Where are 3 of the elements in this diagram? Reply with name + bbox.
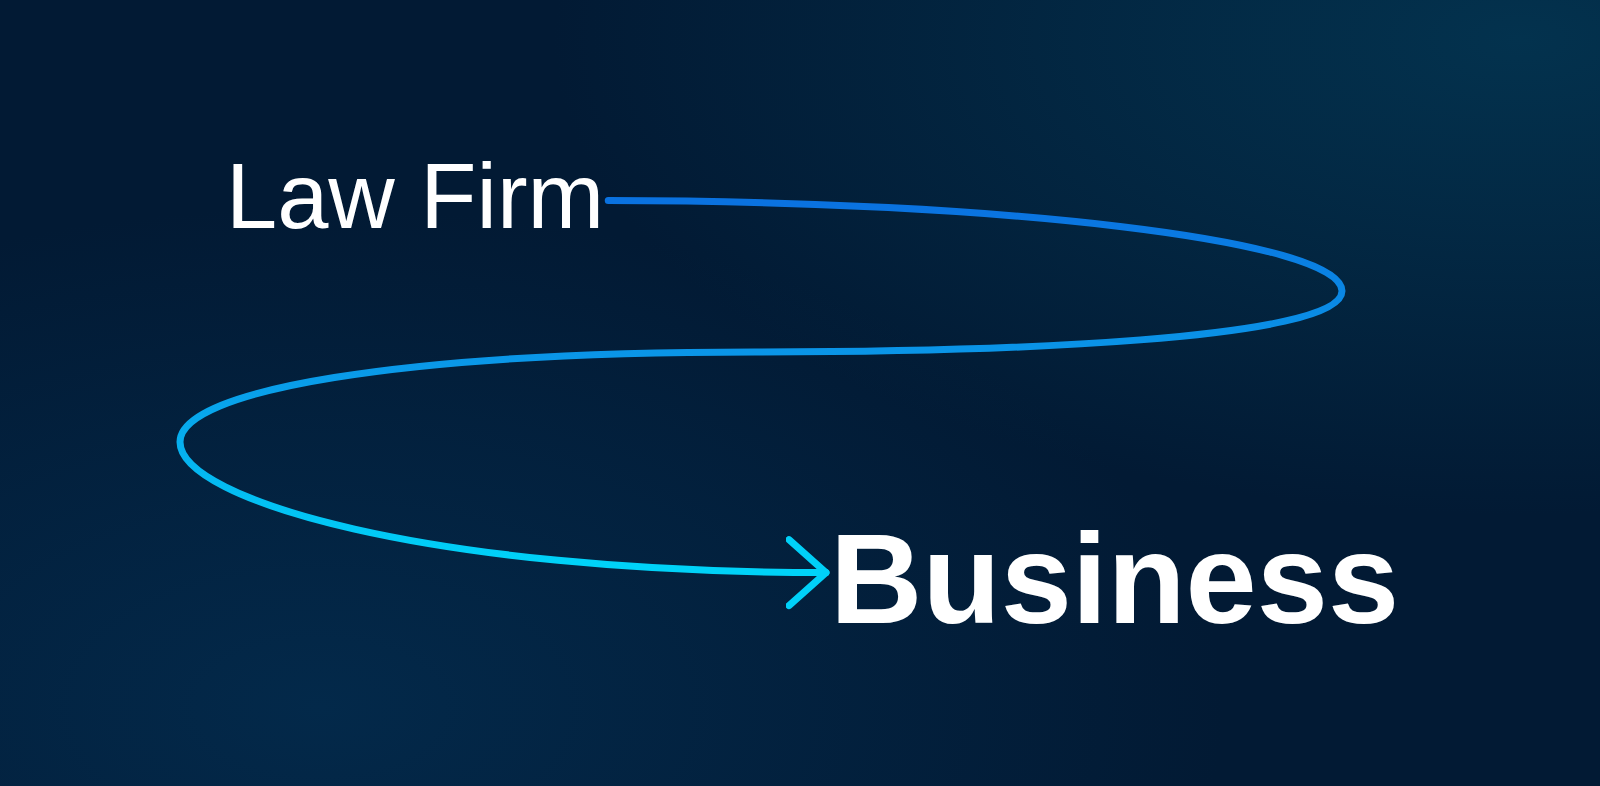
node-label: Business bbox=[830, 515, 1400, 643]
curved-arrow bbox=[176, 197, 1346, 609]
node-label: Law Firm bbox=[226, 150, 605, 242]
